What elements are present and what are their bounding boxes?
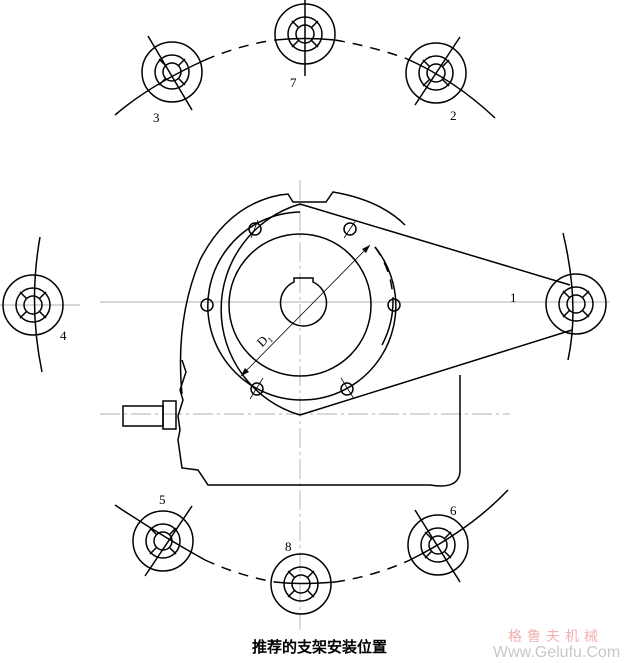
torque-arm-bottom-edge <box>299 329 573 416</box>
label-3: 3 <box>153 110 160 125</box>
top-arc-dash-right <box>334 39 406 59</box>
flange-bolt-circle <box>207 211 397 401</box>
mount-position-2[interactable] <box>405 36 467 106</box>
right-arc <box>562 232 574 361</box>
top-arc-dash-left <box>204 39 276 61</box>
label-7: 7 <box>290 75 297 90</box>
bottom-arc-dash-left <box>204 559 276 583</box>
bottom-arc-dash-right <box>334 559 411 583</box>
d1-label: D1 <box>254 330 275 351</box>
input-shaft <box>122 405 164 427</box>
mount-position-3[interactable] <box>141 35 203 111</box>
torque-arm-top-edge <box>299 203 571 286</box>
label-1: 1 <box>510 290 517 305</box>
flange-outer <box>220 203 301 416</box>
bolt-holes <box>200 219 401 400</box>
watermark-url: Www.Gelufu.Com <box>493 644 621 661</box>
label-8: 8 <box>285 539 292 554</box>
watermark-cn: 格鲁夫机械 <box>508 629 603 645</box>
mount-position-7[interactable] <box>274 0 336 76</box>
mount-position-6[interactable] <box>407 509 469 583</box>
keyed-bore <box>279 277 328 327</box>
flange-bolt-circle-dash <box>374 246 394 301</box>
d1-arrow-top <box>362 245 370 253</box>
top-arc-right <box>404 57 496 119</box>
label-6: 6 <box>450 503 457 518</box>
shaft-collar <box>162 400 177 430</box>
bottom-arc-left <box>114 504 206 561</box>
mount-position-1[interactable] <box>545 273 607 335</box>
mount-position-5[interactable] <box>132 505 194 577</box>
d1-dimension-line <box>240 244 371 377</box>
top-arc-left <box>114 59 206 116</box>
label-5: 5 <box>159 492 166 507</box>
housing-outline-bottom <box>177 359 461 487</box>
housing-outline-top <box>179 191 406 395</box>
flange-inner <box>228 233 372 377</box>
left-arc <box>33 236 43 373</box>
label-4: 4 <box>60 328 67 343</box>
label-2: 2 <box>450 108 457 123</box>
flange-bolt-circle-end <box>381 299 394 346</box>
bottom-arc-mid <box>274 581 336 585</box>
figure-caption: 推荐的支架安装位置 <box>251 638 387 656</box>
d1-arrow-bottom <box>241 368 249 376</box>
